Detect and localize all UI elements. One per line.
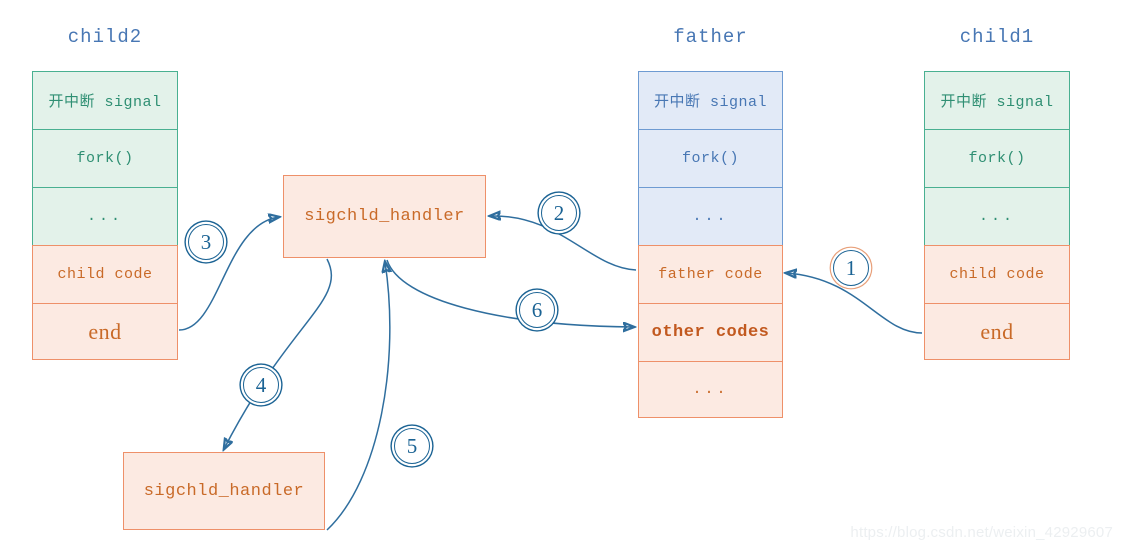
step-marker-6: 6 bbox=[519, 292, 555, 328]
row-father-fork: fork() bbox=[638, 129, 783, 187]
row-child1-fork: fork() bbox=[924, 129, 1070, 187]
row-child2-signal: 开中断 signal bbox=[32, 71, 178, 129]
watermark: https://blog.csdn.net/weixin_42929607 bbox=[850, 524, 1113, 541]
process-box-child1: 开中断 signal fork() ... child code end bbox=[924, 71, 1070, 360]
row-father-signal: 开中断 signal bbox=[638, 71, 783, 129]
arrow-step-6 bbox=[386, 259, 634, 327]
row-child1-signal: 开中断 signal bbox=[924, 71, 1070, 129]
row-child2-end: end bbox=[32, 303, 178, 360]
row-child1-child-code: child code bbox=[924, 245, 1070, 303]
column-title-child1: child1 bbox=[959, 26, 1035, 48]
step-marker-4: 4 bbox=[243, 367, 279, 403]
step-marker-3: 3 bbox=[188, 224, 224, 260]
row-child2-ellipsis: ... bbox=[32, 187, 178, 245]
step-marker-5: 5 bbox=[394, 428, 430, 464]
arrow-step-5 bbox=[326, 262, 390, 531]
step-marker-2: 2 bbox=[541, 195, 577, 231]
row-child2-fork: fork() bbox=[32, 129, 178, 187]
row-child1-end: end bbox=[924, 303, 1070, 360]
sigchld-handler-box-top: sigchld_handler bbox=[283, 175, 486, 258]
process-box-father: 开中断 signal fork() ... father code other … bbox=[638, 71, 783, 418]
row-father-father-code: father code bbox=[638, 245, 783, 303]
row-father-ellipsis: ... bbox=[638, 187, 783, 245]
row-child2-child-code: child code bbox=[32, 245, 178, 303]
row-child1-ellipsis: ... bbox=[924, 187, 1070, 245]
row-father-other-codes: other codes bbox=[638, 303, 783, 361]
sigchld-handler-box-bottom: sigchld_handler bbox=[123, 452, 325, 530]
process-box-child2: 开中断 signal fork() ... child code end bbox=[32, 71, 178, 360]
step-marker-1: 1 bbox=[833, 250, 869, 286]
column-title-father: father bbox=[673, 26, 748, 48]
column-title-child2: child2 bbox=[67, 26, 143, 48]
row-father-ellipsis-2: ... bbox=[638, 361, 783, 418]
arrow-step-4 bbox=[224, 258, 333, 449]
